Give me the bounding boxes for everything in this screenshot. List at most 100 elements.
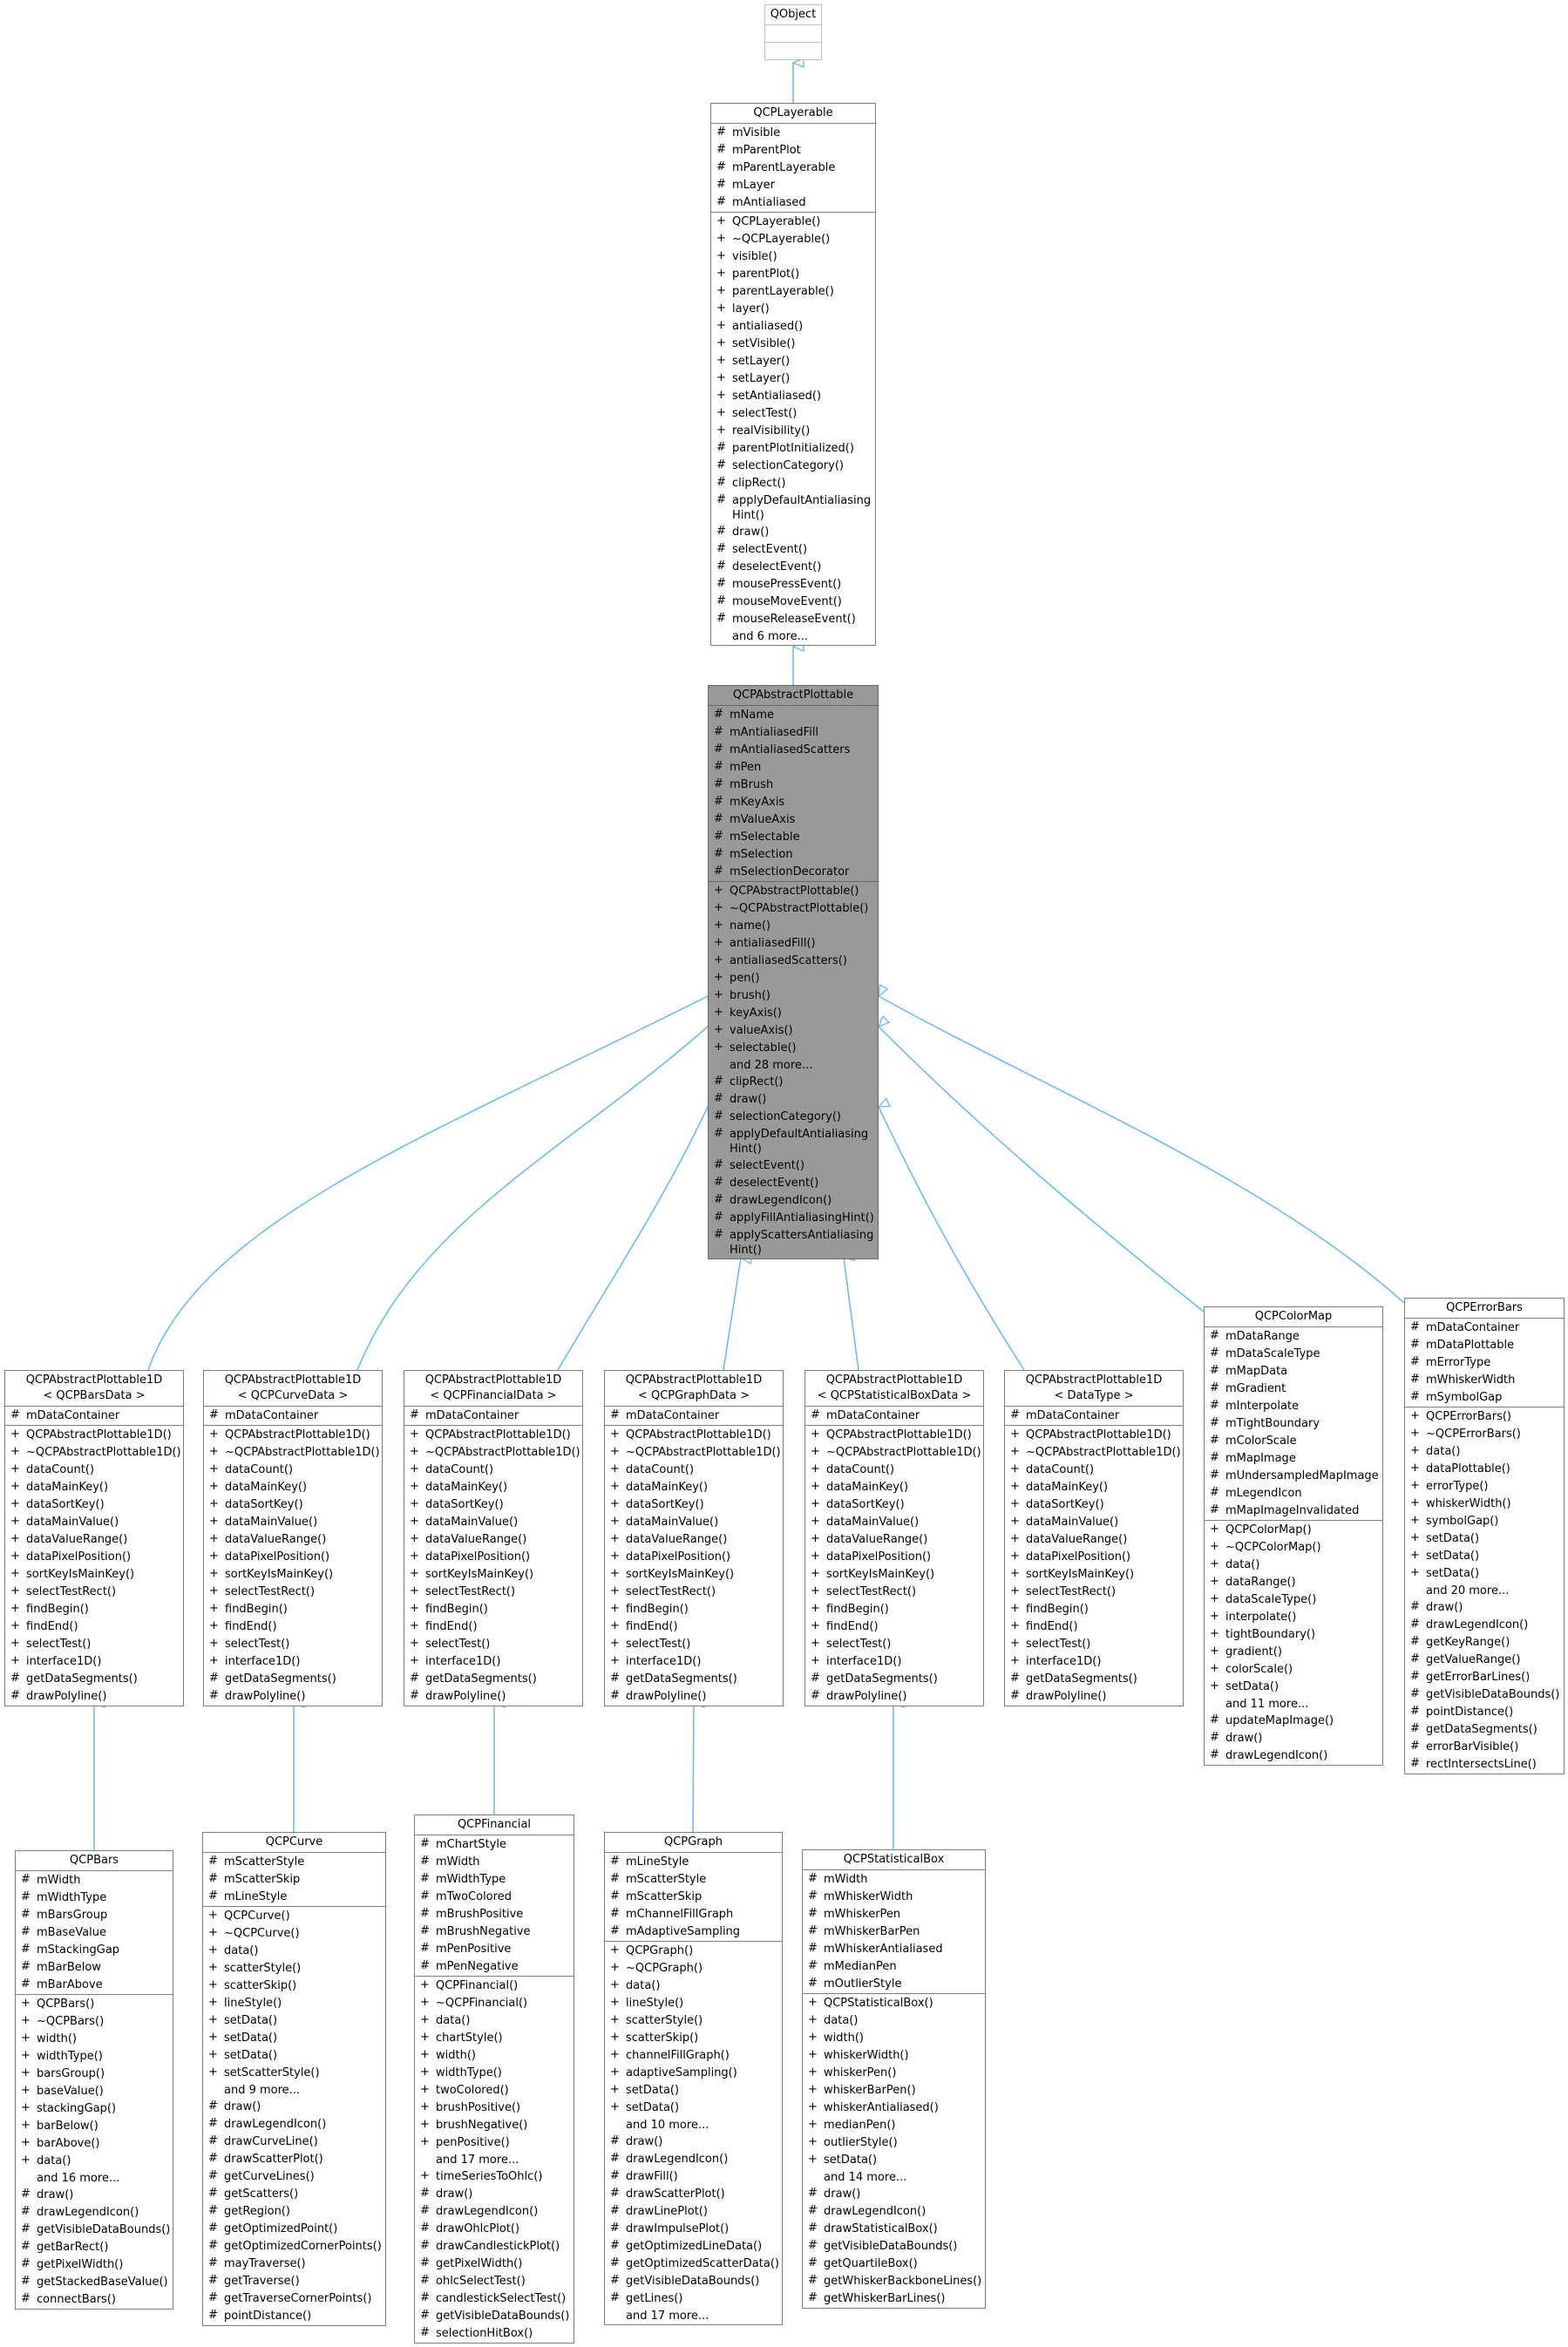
member-row: +dataMainKey() [1005,1478,1183,1496]
more-members-link[interactable]: and 11 more... [1205,1695,1382,1712]
more-members-link[interactable]: and 17 more... [605,2307,782,2323]
member-name: dataMainValue() [26,1516,119,1529]
protected-icon: # [420,2291,430,2304]
class-qcpabstractplottable1d-graph[interactable]: QCPAbstractPlottable1D < QCPGraphData >#… [604,1370,784,1706]
member-row: #mDataContainer [1005,1407,1183,1424]
protected-icon: # [808,1872,818,1885]
class-qcpcurve[interactable]: QCPCurve#mScatterStyle#mScatterSkip#mLin… [202,1832,386,2326]
member-row: #getCurveLines() [203,2167,385,2185]
class-qcpabstractplottable1d-statbox[interactable]: QCPAbstractPlottable1D < QCPStatisticalB… [804,1370,984,1706]
more-members-link[interactable]: and 20 more... [1405,1582,1564,1598]
member-row: +setLayer() [711,352,875,370]
member-row: #mSelectable [709,828,878,845]
methods-section: +QCPBars()+~QCPBars()+width()+widthType(… [16,1995,173,2309]
class-qcperrorbars[interactable]: QCPErrorBars#mDataContainer#mDataPlottab… [1404,1298,1565,1774]
protected-icon: # [716,525,726,538]
public-icon: + [209,1480,219,1493]
protected-icon: # [10,1672,20,1685]
class-qcplayerable[interactable]: QCPLayerable#mVisible#mParentPlot#mParen… [710,103,876,646]
protected-icon: # [10,1689,20,1702]
member-name: mWidthType [37,1891,107,1904]
protected-icon: # [610,1924,620,1937]
protected-icon: # [21,2222,31,2235]
member-name: dataValueRange() [826,1533,928,1546]
member-name: getVisibleDataBounds() [1426,1688,1560,1701]
member-row: #mDataContainer [605,1407,783,1424]
member-row: #mAntialiasedScatters [709,741,878,758]
class-qobject[interactable]: QObject [764,4,822,60]
member-row: +setData() [203,2011,385,2029]
member-row: +selectTestRect() [1005,1583,1183,1600]
public-icon: + [811,1515,820,1528]
attributes-section: #mVisible#mParentPlot#mParentLayerable#m… [711,124,875,213]
public-icon: + [1210,1610,1219,1623]
class-qcpabstractplottable1d-curve[interactable]: QCPAbstractPlottable1D < QCPCurveData >#… [203,1370,383,1706]
member-name: getVisibleDataBounds() [626,2275,760,2288]
public-icon: + [808,2031,818,2044]
protected-icon: # [811,1672,820,1685]
member-name: getStackedBaseValue() [37,2276,168,2289]
public-icon: + [716,371,726,384]
class-qcpgraph[interactable]: QCPGraph#mLineStyle#mScatterStyle#mScatt… [604,1832,783,2325]
protected-icon: # [716,441,726,454]
member-name: drawStatisticalBox() [824,2222,938,2235]
member-name: mAntialiasedScatters [730,743,851,756]
class-qcpabstractplottable1d-financial[interactable]: QCPAbstractPlottable1D < QCPFinancialDat… [404,1370,583,1706]
attributes-section: #mDataContainer [605,1407,783,1426]
member-row: #mTwoColored [415,1888,574,1905]
member-name: mMapImageInvalidated [1225,1504,1360,1517]
methods-section: +QCPGraph()+~QCPGraph()+data()+lineStyle… [605,1942,782,2324]
member-row: #drawScatterPlot() [203,2150,385,2167]
member-name: getQuartileBox() [824,2257,918,2270]
member-row: +penPositive() [415,2133,574,2151]
member-row: #mUndersampledMapImage [1205,1467,1382,1484]
public-icon: + [21,2119,31,2132]
class-qcpbars[interactable]: QCPBars#mWidth#mWidthType#mBarsGroup#mBa… [15,1850,173,2310]
class-qcpcolormap[interactable]: QCPColorMap#mDataRange#mDataScaleType#mM… [1204,1306,1383,1766]
more-members-link[interactable]: and 16 more... [16,2169,173,2186]
public-icon: + [610,1567,620,1580]
member-row: +dataCount() [1005,1461,1183,1478]
class-qcpfinancial[interactable]: QCPFinancial#mChartStyle#mWidth#mWidthTy… [414,1815,574,2344]
public-icon: + [420,2065,430,2079]
class-title: QCPAbstractPlottable1D < QCPBarsData > [5,1371,183,1407]
class-title: QCPAbstractPlottable [709,686,878,706]
member-row: +chartStyle() [415,2029,574,2046]
member-row: +dataMainKey() [805,1478,983,1496]
protected-icon: # [1210,1486,1219,1499]
member-name: setScatterStyle() [224,2066,320,2079]
member-row: +dataSortKey() [1005,1496,1183,1513]
member-name: draw() [730,1093,767,1106]
member-row: +whiskerPen() [803,2064,985,2081]
protected-icon: # [808,2187,818,2200]
member-row: #mDataContainer [204,1407,382,1424]
member-row: +setLayer() [711,370,875,387]
class-qcpstatisticalbox[interactable]: QCPStatisticalBox#mWidth#mWhiskerWidth#m… [802,1849,986,2309]
class-qcpabstractplottable1d-datatype[interactable]: QCPAbstractPlottable1D < DataType >#mDat… [1004,1370,1184,1706]
more-members-link[interactable]: and 14 more... [803,2168,985,2185]
member-row: #drawImpulsePlot() [605,2220,782,2237]
more-members-link[interactable]: and 17 more... [415,2151,574,2167]
class-qcpabstractplottable1d-bars[interactable]: QCPAbstractPlottable1D < QCPBarsData >#m… [4,1370,184,1706]
more-members-link[interactable]: and 10 more... [605,2116,782,2133]
more-members-link[interactable]: and 6 more... [711,627,875,644]
class-qcpabstractplottable[interactable]: QCPAbstractPlottable#mName#mAntialiasedF… [708,685,879,1259]
public-icon: + [610,1462,620,1475]
member-row: #mGradient [1205,1380,1382,1397]
more-members-link[interactable]: and 28 more... [709,1056,878,1073]
member-row: #mouseReleaseEvent() [711,610,875,627]
public-icon: + [610,2083,620,2096]
public-icon: + [1210,1523,1219,1536]
member-row: +QCPErrorBars() [1405,1408,1564,1425]
member-name: timeSeriesToOhlc() [436,2170,543,2183]
member-name: ~QCPFinancial() [436,1997,528,2010]
member-row: +QCPAbstractPlottable1D() [5,1426,183,1443]
class-title: QCPAbstractPlottable1D < QCPStatisticalB… [805,1371,983,1407]
public-icon: + [808,2100,818,2113]
public-icon: + [716,406,726,419]
member-name: dataValueRange() [425,1533,527,1546]
more-members-link[interactable]: and 9 more... [203,2081,385,2098]
public-icon: + [610,1584,620,1597]
member-row: +data() [415,2011,574,2029]
member-row: #mScatterSkip [605,1888,782,1905]
